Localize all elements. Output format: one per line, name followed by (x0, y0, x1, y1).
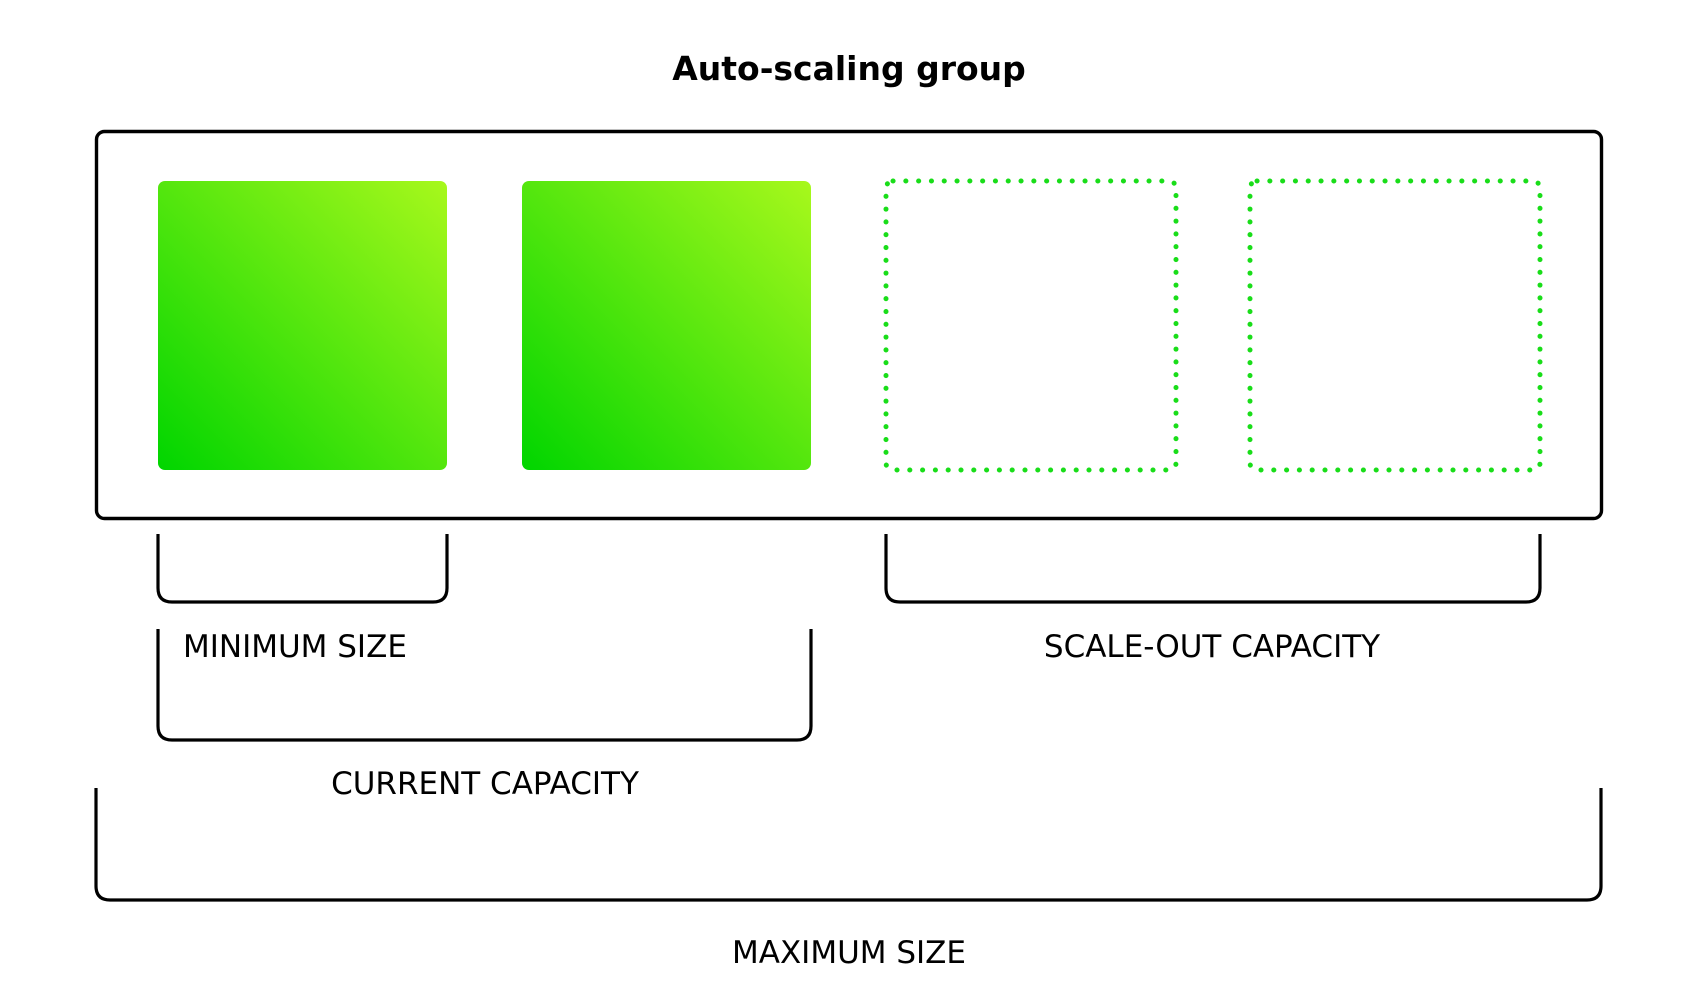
running-instance-2 (522, 181, 811, 470)
diagram-title: Auto-scaling group (672, 49, 1026, 88)
maximum-size-label: MAXIMUM SIZE (732, 935, 966, 971)
current-capacity-bracket (156, 629, 813, 742)
minimum-size-bracket (156, 534, 449, 604)
auto-scaling-group-frame (94, 129, 1604, 521)
minimum-size-label: MINIMUM SIZE (183, 629, 407, 665)
running-instance-1 (158, 181, 447, 470)
available-instance-slot-1 (883, 178, 1179, 473)
scale-out-capacity-label: SCALE-OUT CAPACITY (1044, 629, 1380, 665)
available-instance-slot-2 (1247, 178, 1543, 473)
scale-out-capacity-bracket (884, 534, 1542, 604)
current-capacity-label: CURRENT CAPACITY (331, 766, 639, 802)
maximum-size-bracket (94, 788, 1603, 902)
